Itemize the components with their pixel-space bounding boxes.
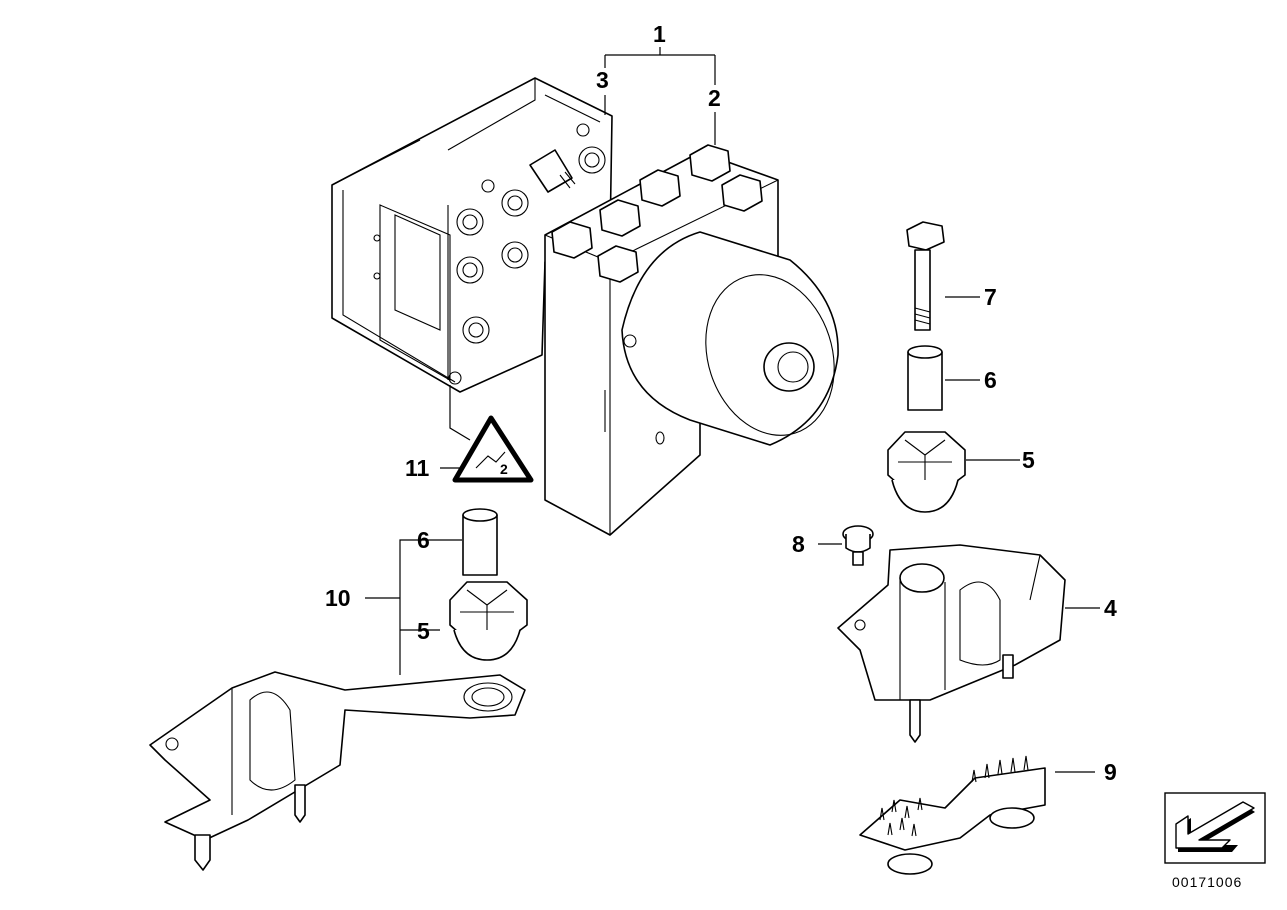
callout-6-lower: 6 — [417, 527, 430, 553]
callout-10: 10 — [325, 585, 351, 611]
callout-8: 8 — [792, 531, 805, 557]
callout-5-upper: 5 — [1022, 447, 1035, 473]
callout-7: 7 — [984, 284, 997, 310]
callout-6-upper: 6 — [984, 367, 997, 393]
rubber-mount-lower — [449, 581, 528, 661]
svg-text:2: 2 — [500, 461, 508, 477]
arrow-down-left-icon — [1164, 792, 1266, 864]
callout-5-lower: 5 — [417, 618, 430, 644]
bracket-part-upper — [837, 544, 1066, 743]
callout-1: 1 — [653, 21, 666, 47]
sleeve-part-lower — [462, 508, 498, 576]
callout-11: 11 — [405, 455, 430, 481]
callout-9: 9 — [1104, 759, 1117, 785]
callout-2: 2 — [708, 85, 721, 111]
damper-plate-part — [859, 755, 1046, 875]
callout-4: 4 — [1104, 595, 1117, 621]
callout-numbers: 1 3 2 7 6 5 11 6 8 10 4 5 9 — [325, 21, 1117, 785]
warning-triangle-icon: 2 — [452, 415, 534, 483]
abs-hydraulic-unit — [331, 77, 839, 536]
rubber-mount-upper — [887, 431, 966, 513]
callout-3: 3 — [596, 67, 609, 93]
bracket-part-lower — [149, 671, 526, 871]
diagram-code: 00171006 — [1172, 874, 1242, 890]
bolt-part — [906, 221, 945, 331]
screw-part — [842, 525, 874, 566]
sleeve-part-upper — [907, 345, 943, 411]
callout-lines — [365, 47, 1100, 773]
